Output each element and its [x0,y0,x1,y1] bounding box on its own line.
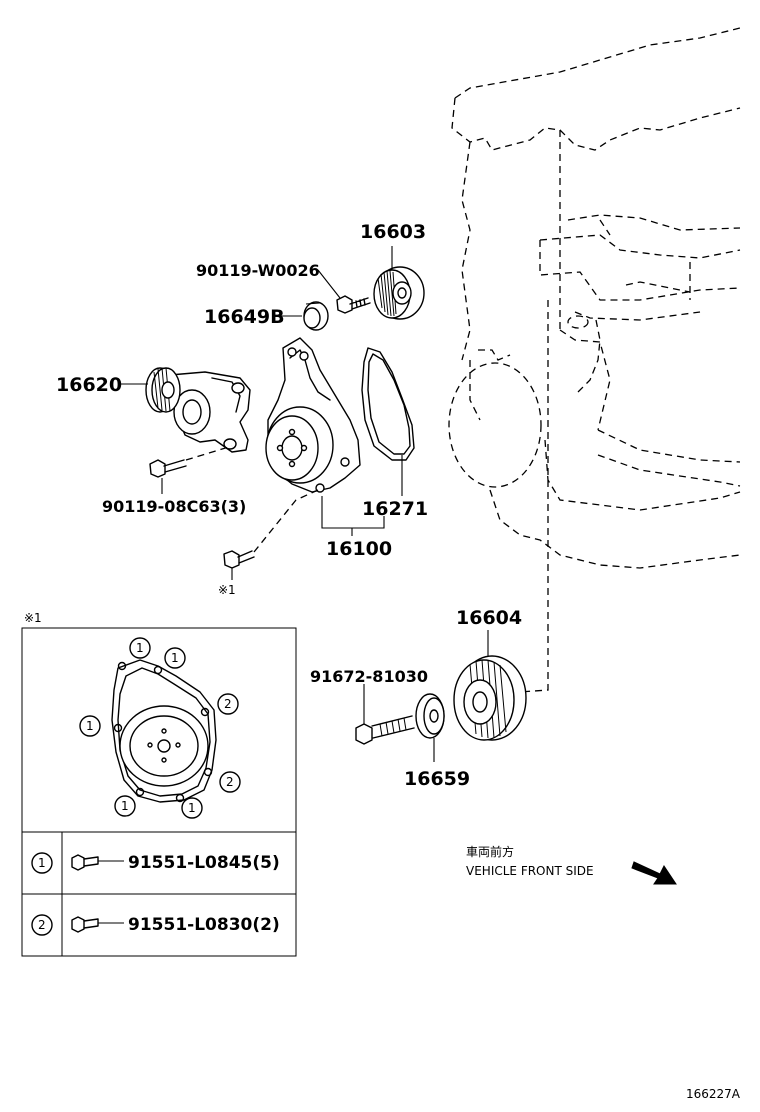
crank-pulley-16604 [453,655,527,741]
label-90119-w0026[interactable]: 90119-W0026 [196,261,320,280]
inset-circle-label-c: 1 [86,719,94,733]
inset-circle-label-e: 1 [121,799,129,813]
inset-row-2 [31,914,124,936]
washer-16659 [415,693,445,739]
engine-block-outline [448,27,741,693]
inset-circle-label-a: 1 [136,641,144,655]
inset-row-1-num: 1 [38,856,46,870]
label-16649b[interactable]: 16649B [204,306,285,328]
label-16620[interactable]: 16620 [56,374,122,396]
inset-circle-label-g: 1 [188,801,196,815]
label-16271[interactable]: 16271 [362,498,428,520]
inset-circle-label-b: 1 [171,651,179,665]
inset-box [21,627,297,957]
inset-pump-flange [111,659,217,803]
inset-row-1-part[interactable]: 91551-L0845(5) [128,853,280,873]
label-16604[interactable]: 16604 [456,607,522,629]
bolt-91672-81030 [355,715,415,745]
idler-pulley-16603 [373,266,425,320]
inset-title: ※1 [24,611,42,625]
direction-label-jp: 車両前方 [466,844,514,859]
note-marker-label: ※1 [218,583,236,597]
dust-cap-16649b [303,301,329,331]
inset-row-2-part[interactable]: 91551-L0830(2) [128,915,280,935]
belt-tensioner-16620 [145,367,251,453]
direction-label-en: VEHICLE FRONT SIDE [466,864,594,878]
inset-row-2-num: 2 [38,918,46,932]
bolt-note-1 [223,550,255,569]
label-16100[interactable]: 16100 [326,538,392,560]
label-90119-08c63[interactable]: 90119-08C63(3) [102,497,246,516]
front-direction-arrow-icon [631,861,677,885]
inset-row-1 [31,852,124,874]
inset-circle-label-f: 2 [226,775,234,789]
gasket-16271 [361,347,415,461]
inset-circle-label-d: 2 [224,697,232,711]
label-91672-81030[interactable]: 91672-81030 [310,667,428,686]
bolt-90119-w0026 [336,295,371,314]
figure-id: 166227A [686,1087,741,1101]
water-pump-16100 [265,337,361,493]
bolt-90119-08c63 [149,459,187,478]
inset-callout-circles [79,637,241,819]
label-16659[interactable]: 16659 [404,768,470,790]
label-16603[interactable]: 16603 [360,221,426,243]
